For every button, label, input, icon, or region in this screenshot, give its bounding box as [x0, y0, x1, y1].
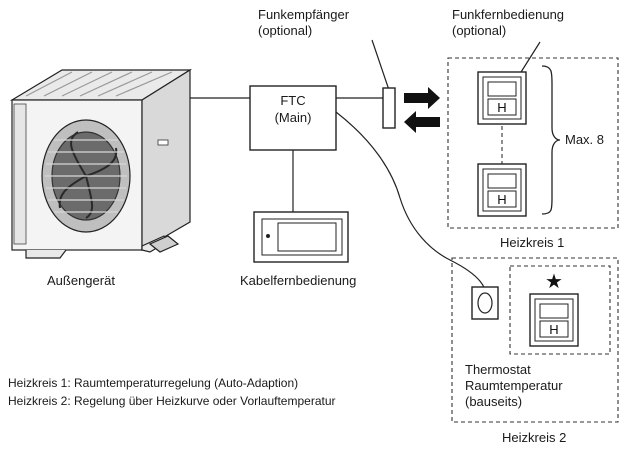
arrow-right-icon	[404, 87, 440, 109]
funkempfaenger-device	[382, 87, 396, 129]
ftc-label-line1: FTC	[280, 93, 306, 108]
legend-line1: Heizkreis 1: Raumtemperaturregelung (Aut…	[8, 376, 299, 390]
ftc-label: FTC (Main)	[250, 92, 336, 126]
curly-brace	[541, 65, 561, 215]
remote-3-key: H	[549, 322, 558, 337]
thermostat-label-line3: (bauseits)	[465, 394, 523, 409]
max-label: Max. 8	[565, 132, 605, 147]
thermostat-group-box	[509, 265, 611, 355]
funkempfaenger-label: Funkempfänger (optional)	[258, 7, 349, 39]
remote-control-1	[477, 71, 527, 125]
heizkreis2-box	[451, 257, 619, 423]
heizkreis1-label: Heizkreis 1	[500, 235, 565, 250]
kabelfernbedienung-label: Kabelfernbedienung	[240, 273, 357, 288]
aussengeraet-label: Außengerät	[47, 273, 115, 288]
thermostat-label-line2: Raumtemperatur	[465, 378, 563, 393]
heizkreis2-label: Heizkreis 2	[502, 430, 567, 445]
remote-control-3	[529, 293, 579, 347]
heizkreis1-box	[447, 57, 619, 229]
connection-lines	[190, 39, 541, 301]
funkempfaenger-label-line1: Funkempfänger	[258, 7, 350, 22]
thermostat-label-line1: Thermostat	[465, 362, 531, 377]
kabelfernbedienung-device	[253, 211, 349, 263]
star-icon: ★	[545, 271, 563, 293]
ftc-controller-box	[249, 85, 337, 151]
thermostat-sensor	[471, 286, 499, 320]
thermostat-label: Thermostat Raumtemperatur (bauseits)	[465, 362, 563, 410]
remote-1-key: H	[497, 100, 506, 115]
signal-arrows	[404, 87, 440, 133]
funkfernbedienung-label-line2: (optional)	[452, 23, 507, 38]
legend-line2: Heizkreis 2: Regelung über Heizkurve ode…	[8, 394, 336, 408]
ftc-label-line2: (Main)	[274, 110, 312, 125]
arrow-left-icon	[404, 111, 440, 133]
outdoor-unit	[9, 68, 193, 259]
funkempfaenger-label-line2: (optional)	[258, 23, 313, 38]
funkfernbedienung-label: Funkfernbedienung (optional)	[452, 7, 564, 39]
legend: Heizkreis 1: Raumtemperaturregelung (Aut…	[8, 374, 336, 410]
funkfernbedienung-label-line1: Funkfernbedienung	[452, 7, 565, 22]
remote-2-key: H	[497, 192, 506, 207]
remote-control-2	[477, 163, 527, 217]
